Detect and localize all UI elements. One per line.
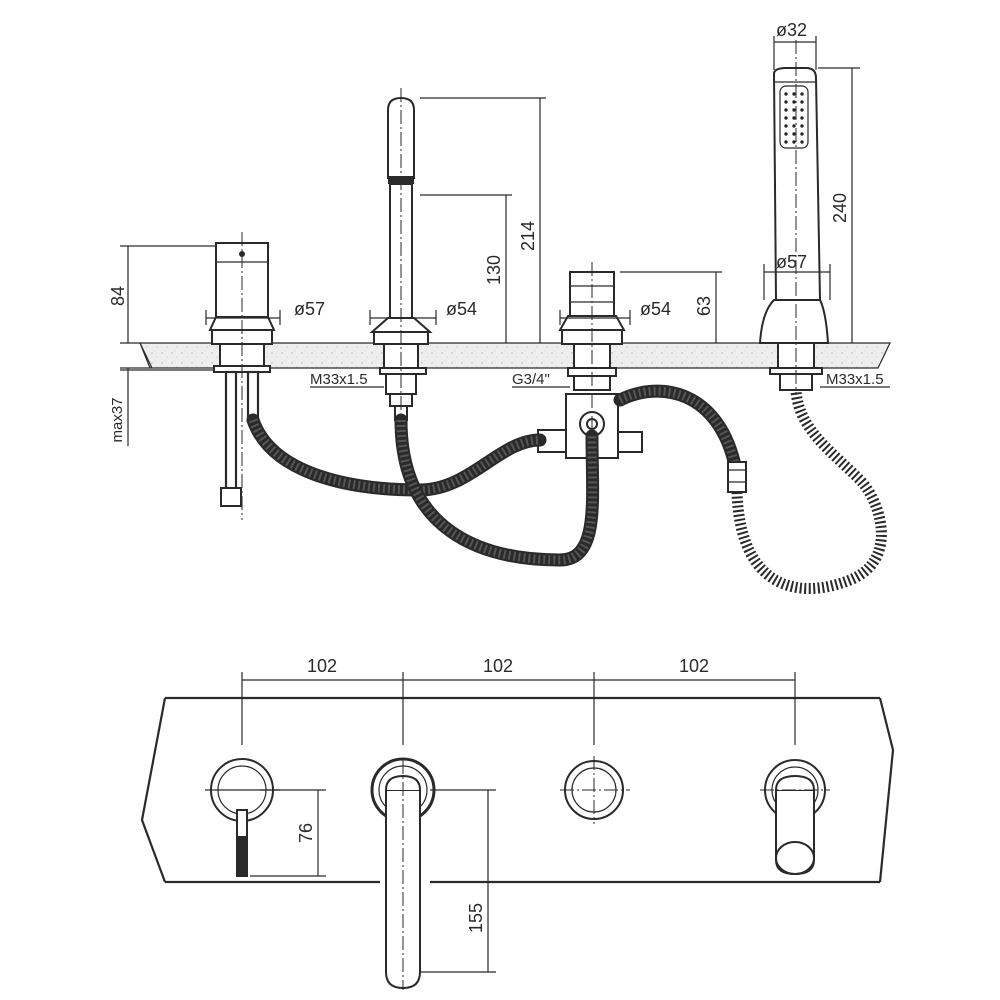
spring-hose <box>731 391 887 594</box>
svg-text:214: 214 <box>518 221 538 251</box>
svg-text:ø57: ø57 <box>294 299 325 319</box>
dim-mixer-diameter: ø57 <box>205 299 325 325</box>
top-view: 102 102 102 76 <box>140 656 895 990</box>
diverter-top <box>560 756 630 824</box>
svg-text:102: 102 <box>679 656 709 676</box>
deck-slab <box>139 342 891 369</box>
braided-hoses <box>246 384 743 567</box>
thread-handshower-label: M33x1.5 <box>820 371 890 388</box>
dim-handshower-diameter: ø32 <box>773 20 817 70</box>
thread-diverter-label: G3/4" <box>512 371 570 388</box>
svg-text:102: 102 <box>483 656 513 676</box>
diverter-body <box>537 262 643 470</box>
svg-text:102: 102 <box>307 656 337 676</box>
dim-spout-heights: 214 130 <box>420 97 546 343</box>
handshower-body <box>758 40 830 395</box>
dim-spout-projection: 155 <box>420 789 496 973</box>
deck-outline <box>140 696 895 884</box>
dim-diverter-diameter: ø54 <box>559 299 671 325</box>
spout-body <box>369 88 433 421</box>
svg-text:max37: max37 <box>109 397 126 442</box>
side-view: 84 max37 ø57 <box>108 20 891 594</box>
handshower-top <box>760 759 830 876</box>
spout-top <box>370 757 436 990</box>
hose-connector <box>727 461 747 493</box>
mixer-body <box>208 232 276 520</box>
svg-text:G3/4": G3/4" <box>512 371 550 388</box>
dim-spout-diameter: ø54 <box>369 299 477 325</box>
dim-spacings: 102 102 102 <box>241 656 796 745</box>
dim-diverter-height: 63 <box>620 271 722 343</box>
thread-spout-label: M33x1.5 <box>310 371 384 388</box>
svg-text:84: 84 <box>108 286 128 306</box>
handshower-nozzles <box>784 92 804 144</box>
dim-handshower-height: 240 <box>818 67 860 343</box>
dim-lever-length: 76 <box>250 789 326 877</box>
mixer-top <box>205 758 280 877</box>
svg-text:ø32: ø32 <box>776 20 807 40</box>
svg-text:M33x1.5: M33x1.5 <box>826 371 884 388</box>
svg-text:155: 155 <box>466 903 486 933</box>
svg-text:ø54: ø54 <box>640 299 671 319</box>
svg-text:76: 76 <box>296 823 316 843</box>
dim-below-deck: max37 <box>109 368 214 446</box>
svg-text:M33x1.5: M33x1.5 <box>310 371 368 388</box>
svg-text:ø54: ø54 <box>446 299 477 319</box>
svg-text:240: 240 <box>830 193 850 223</box>
dim-handshower-base-diameter: ø57 <box>763 252 831 300</box>
svg-text:ø57: ø57 <box>776 252 807 272</box>
dim-mixer-height: 84 <box>108 245 216 343</box>
svg-text:130: 130 <box>484 255 504 285</box>
svg-text:63: 63 <box>694 296 714 316</box>
